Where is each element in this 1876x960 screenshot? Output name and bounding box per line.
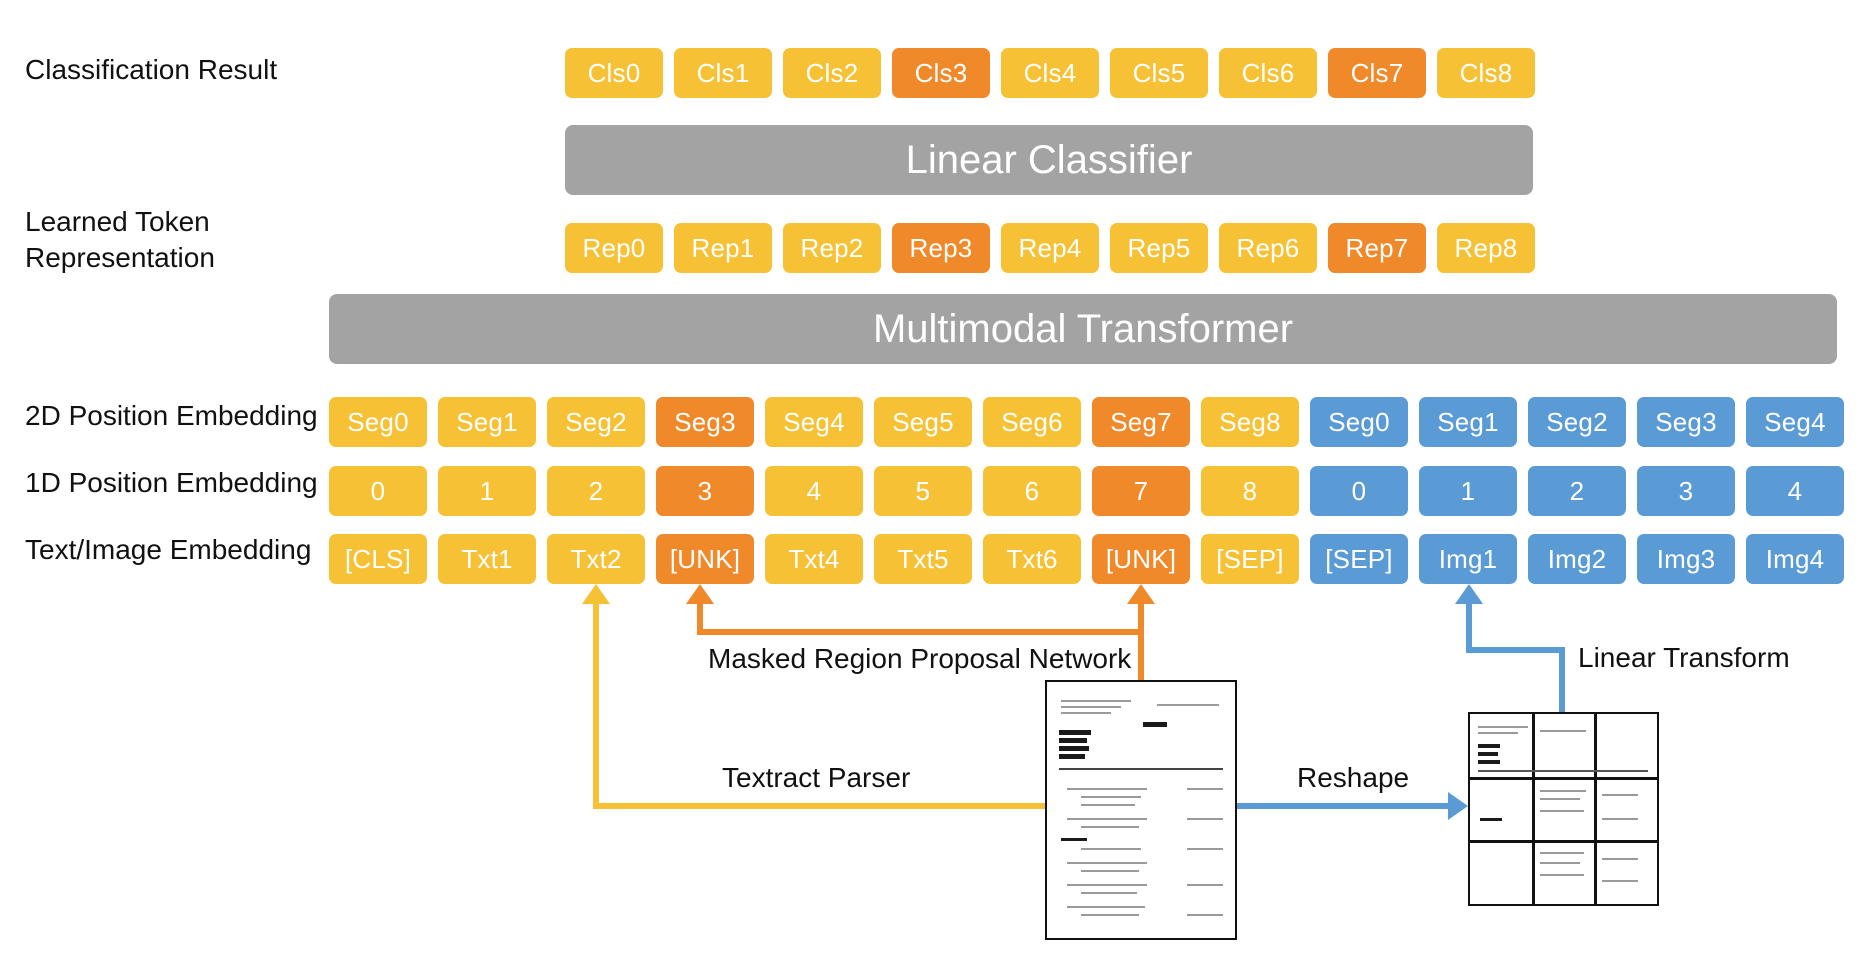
masked-rpn-label: Masked Region Proposal Network bbox=[708, 643, 1132, 674]
pos2d-token: Seg0 bbox=[329, 397, 427, 447]
rep-token: Rep4 bbox=[1001, 223, 1099, 273]
embedding-token: [UNK] bbox=[1092, 534, 1190, 584]
embedding-token: Img4 bbox=[1746, 534, 1844, 584]
embedding-token: [SEP] bbox=[1201, 534, 1299, 584]
rep-token: Rep6 bbox=[1219, 223, 1317, 273]
reshape-label: Reshape bbox=[1297, 762, 1410, 793]
pos2d-token: Seg4 bbox=[1746, 397, 1844, 447]
pos1d-token: 4 bbox=[1746, 466, 1844, 516]
pos2d-token: Seg3 bbox=[656, 397, 754, 447]
pos2d-token: Seg0 bbox=[1310, 397, 1408, 447]
pos2d-token: Seg1 bbox=[1419, 397, 1517, 447]
pos2d-token: Seg3 bbox=[1637, 397, 1735, 447]
pos1d-token: 8 bbox=[1201, 466, 1299, 516]
cls-token: Cls3 bbox=[892, 48, 990, 98]
pos1d-token: 5 bbox=[874, 466, 972, 516]
rep-token: Rep7 bbox=[1328, 223, 1426, 273]
pos1d-token: 0 bbox=[329, 466, 427, 516]
cls-token: Cls0 bbox=[565, 48, 663, 98]
row-label-representation: Learned Token Representation bbox=[25, 206, 215, 273]
rep-token: Rep2 bbox=[783, 223, 881, 273]
linear-transform-arrow bbox=[1455, 584, 1565, 712]
embedding-token: Txt6 bbox=[983, 534, 1081, 584]
embedding-token: Txt2 bbox=[547, 534, 645, 584]
embedding-token: Img2 bbox=[1528, 534, 1626, 584]
embedding-token: Img3 bbox=[1637, 534, 1735, 584]
row-label-classification: Classification Result bbox=[25, 54, 278, 85]
cls-token: Cls6 bbox=[1219, 48, 1317, 98]
pos2d-token: Seg7 bbox=[1092, 397, 1190, 447]
pos2d-token: Seg6 bbox=[983, 397, 1081, 447]
pos1d-token: 2 bbox=[547, 466, 645, 516]
pos1d-token: 3 bbox=[1637, 466, 1735, 516]
pos2d-token: Seg4 bbox=[765, 397, 863, 447]
pos2d-token: Seg5 bbox=[874, 397, 972, 447]
rep-token: Rep8 bbox=[1437, 223, 1535, 273]
cls-token: Cls2 bbox=[783, 48, 881, 98]
cls-token: Cls8 bbox=[1437, 48, 1535, 98]
pos1d-token: 7 bbox=[1092, 466, 1190, 516]
cls-token: Cls1 bbox=[674, 48, 772, 98]
pos2d-token: Seg8 bbox=[1201, 397, 1299, 447]
embedding-token: [SEP] bbox=[1310, 534, 1408, 584]
rep-token: Rep0 bbox=[565, 223, 663, 273]
linear-classifier-block: Linear Classifier bbox=[565, 125, 1533, 195]
pos1d-token: 0 bbox=[1310, 466, 1408, 516]
rep-token: Rep3 bbox=[892, 223, 990, 273]
pos1d-token: 2 bbox=[1528, 466, 1626, 516]
tiled-document-thumbnail bbox=[1468, 712, 1659, 906]
row-label-1d-position: 1D Position Embedding bbox=[25, 467, 318, 498]
embedding-token: Txt1 bbox=[438, 534, 536, 584]
masked-rpn-arrow bbox=[686, 584, 1155, 680]
embedding-token: [CLS] bbox=[329, 534, 427, 584]
cls-token: Cls5 bbox=[1110, 48, 1208, 98]
rep-token: Rep1 bbox=[674, 223, 772, 273]
row-label-embedding: Text/Image Embedding bbox=[25, 534, 312, 565]
embedding-token: Img1 bbox=[1419, 534, 1517, 584]
cls-token: Cls4 bbox=[1001, 48, 1099, 98]
pos1d-token: 1 bbox=[1419, 466, 1517, 516]
pos2d-token: Seg2 bbox=[1528, 397, 1626, 447]
pos1d-token: 3 bbox=[656, 466, 754, 516]
embedding-token: Txt4 bbox=[765, 534, 863, 584]
textract-parser-arrow bbox=[582, 584, 1046, 809]
embedding-token: Txt5 bbox=[874, 534, 972, 584]
pos2d-token: Seg1 bbox=[438, 397, 536, 447]
document-thumbnail bbox=[1045, 680, 1237, 940]
multimodal-transformer-block: Multimodal Transformer bbox=[329, 294, 1837, 364]
pos1d-token: 1 bbox=[438, 466, 536, 516]
pos1d-token: 4 bbox=[765, 466, 863, 516]
cls-token: Cls7 bbox=[1328, 48, 1426, 98]
rep-token: Rep5 bbox=[1110, 223, 1208, 273]
pos2d-token: Seg2 bbox=[547, 397, 645, 447]
embedding-token: [UNK] bbox=[656, 534, 754, 584]
linear-transform-label: Linear Transform bbox=[1578, 642, 1790, 673]
textract-parser-label: Textract Parser bbox=[722, 762, 911, 793]
pos1d-token: 6 bbox=[983, 466, 1081, 516]
row-label-2d-position: 2D Position Embedding bbox=[25, 400, 318, 431]
reshape-arrow bbox=[1233, 792, 1468, 820]
